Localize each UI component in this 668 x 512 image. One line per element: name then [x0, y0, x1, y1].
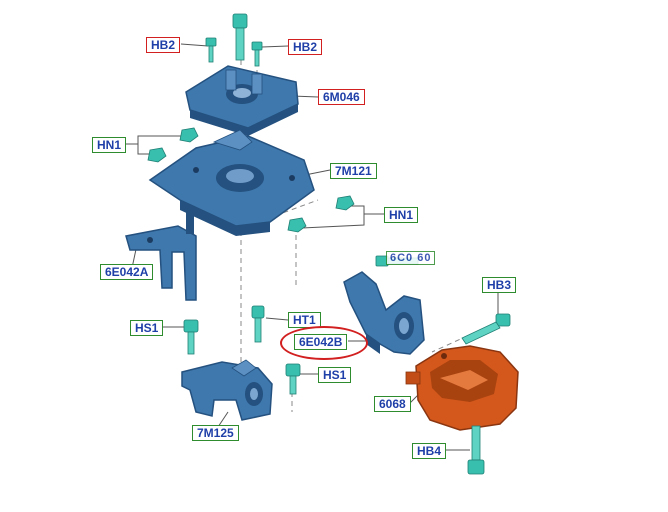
label-6068[interactable]: 6068	[374, 396, 411, 412]
label-hn1-right[interactable]: HN1	[384, 207, 419, 223]
label-hb4[interactable]: HB4	[412, 443, 447, 459]
highlight-circle-6e042b	[280, 326, 368, 360]
nut-hn1-a-icon[interactable]	[179, 127, 199, 143]
label-partial-fragment: 6C0 60	[386, 251, 436, 265]
nut-hn1-c-icon[interactable]	[335, 195, 355, 211]
label-7m121[interactable]: 7M121	[330, 163, 377, 179]
leader-7m125	[217, 411, 229, 428]
leader-hb2-right	[261, 45, 289, 48]
bracket-7m125[interactable]	[181, 359, 273, 421]
axis-line-hb3	[431, 331, 477, 353]
bracket-6e042b[interactable]	[343, 271, 425, 355]
bolt-ht1-icon[interactable]	[251, 305, 265, 343]
leader-hn1-top-a	[121, 135, 182, 145]
bolt-hb2-right-icon[interactable]	[251, 41, 263, 67]
label-hs1-right[interactable]: HS1	[318, 367, 352, 383]
leader-ht1	[265, 317, 289, 321]
fasteners	[147, 13, 511, 475]
leader-hb2-left	[180, 43, 209, 47]
label-hb2-right[interactable]: HB2	[288, 39, 323, 55]
label-hn1-top[interactable]: HN1	[92, 137, 127, 153]
leader-hn1-right-b	[301, 214, 365, 229]
label-ht1[interactable]: HT1	[288, 312, 321, 328]
nut-hn1-b-icon[interactable]	[147, 147, 167, 163]
label-6e042a[interactable]: 6E042A	[100, 264, 154, 280]
bracket-6e042a[interactable]	[125, 210, 197, 301]
label-hb3[interactable]: HB3	[482, 277, 517, 293]
leader-hn1-top-b	[137, 144, 152, 155]
label-7m125[interactable]: 7M125	[192, 425, 239, 441]
bolt-top-icon[interactable]	[232, 13, 248, 61]
mount-6068[interactable]	[405, 345, 519, 431]
bolt-hs1-right-icon[interactable]	[285, 363, 301, 395]
bolt-hb2-left-icon[interactable]	[205, 37, 217, 63]
leader-hn1-right-a	[348, 205, 384, 215]
label-6m046[interactable]: 6M046	[318, 89, 365, 105]
bolt-hb3-icon[interactable]	[461, 313, 511, 345]
nut-hn1-d-icon[interactable]	[287, 217, 307, 233]
bracket-7m121[interactable]	[148, 129, 315, 236]
bolt-hs1-left-icon[interactable]	[183, 319, 199, 355]
bolt-hb4-icon[interactable]	[467, 425, 485, 475]
label-hb2-left[interactable]: HB2	[146, 37, 181, 53]
bracket-6m046[interactable]	[185, 65, 299, 136]
label-hs1-left[interactable]: HS1	[130, 320, 164, 336]
